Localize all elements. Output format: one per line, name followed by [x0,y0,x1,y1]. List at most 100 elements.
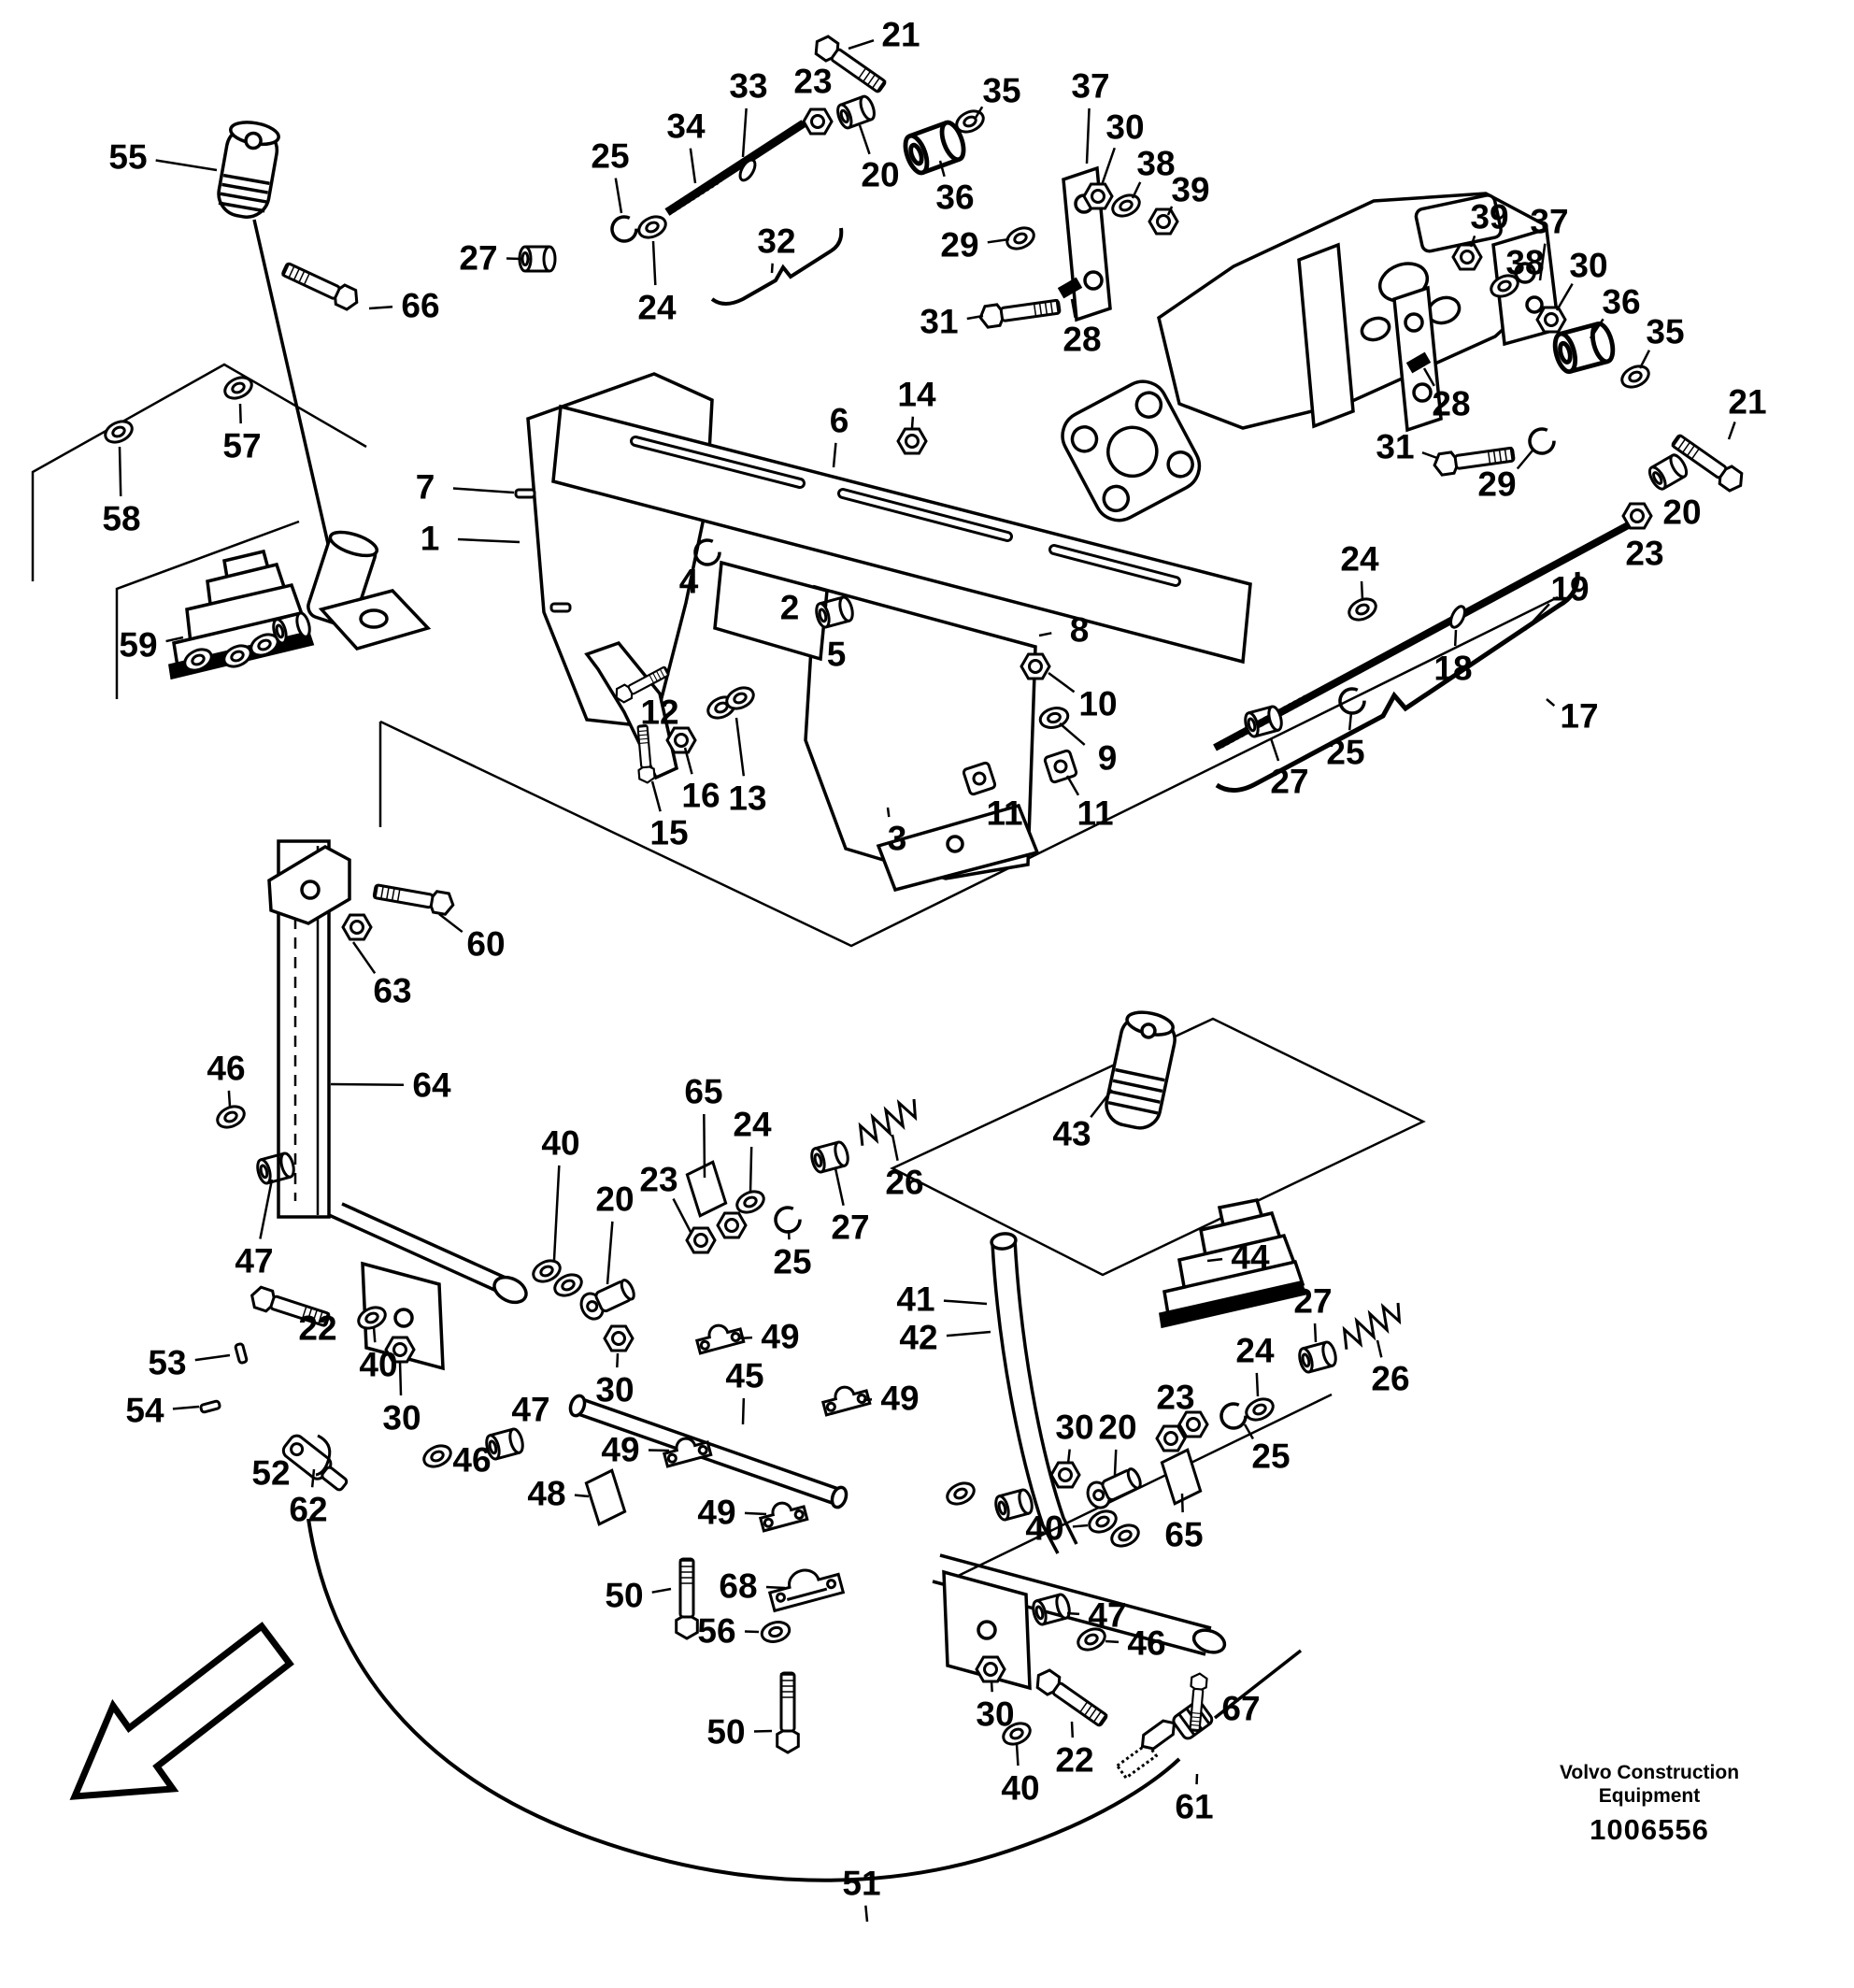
callout-4: 4 [679,563,699,601]
callout-37: 37 [1071,67,1109,106]
callout-46: 46 [1127,1624,1165,1663]
callout-48: 48 [527,1475,565,1513]
leader-line-30 [1066,1449,1071,1465]
leader-line-33 [741,107,748,158]
callout-24: 24 [637,289,677,327]
part-washer-icon [1005,226,1035,250]
callout-16: 16 [681,777,720,815]
leader-line-46 [1105,1639,1120,1644]
callout-26: 26 [885,1164,923,1202]
part-washer-icon [637,215,667,239]
callout-27: 27 [831,1209,869,1247]
part-snap-icon [693,538,721,566]
leader-line-40 [552,1165,561,1261]
callout-29: 29 [1477,465,1516,504]
leader-line-32 [770,263,774,274]
footer-brand-line2: Equipment [1598,1785,1701,1807]
threaded-rod-34 [664,120,806,216]
leader-line-34 [689,148,697,184]
callout-33: 33 [729,67,767,106]
hardware-parts-layer [104,35,1744,1754]
leader-line-30 [616,1352,620,1368]
leader-line-24 [749,1146,753,1194]
part-spring-icon [1342,1302,1402,1350]
leader-line-6 [832,442,837,468]
part-bushing-icon [272,611,311,645]
callout-20: 20 [1662,493,1701,532]
callout-6: 6 [830,402,849,440]
callout-61: 61 [1175,1788,1213,1826]
leader-line-57 [238,403,242,424]
callout-20: 20 [861,156,899,194]
callout-49: 49 [880,1380,919,1418]
part-screw-icon [615,665,670,704]
callout-39: 39 [1470,198,1508,236]
callout-37: 37 [1530,203,1568,241]
leader-line-22 [1070,1721,1075,1738]
leader-line-30 [398,1360,403,1396]
callout-55: 55 [108,138,147,177]
callout-19: 19 [1550,570,1589,608]
part-snap-icon [1219,1402,1248,1430]
part-nut-icon [716,1211,748,1239]
part-nut-icon [1148,207,1179,236]
lever-grip-43 [1105,1010,1177,1130]
part-nut-icon [341,913,373,941]
callout-24: 24 [733,1106,772,1144]
callout-34: 34 [666,107,706,146]
part-collar-icon [738,158,757,182]
part-bushing-icon [518,245,557,273]
leader-line-66 [368,306,393,310]
callout-65: 65 [684,1073,722,1111]
control-rod-19 [1213,520,1633,751]
callout-1: 1 [421,520,440,558]
callout-23: 23 [639,1161,677,1199]
part-nut-icon [1049,1461,1081,1489]
part-washer-icon [104,420,134,444]
leader-line-13 [734,717,746,777]
part-bolt-icon [281,262,359,311]
part-pin-icon [234,1342,249,1365]
part-nut-icon [802,107,834,136]
part-washer-icon [1077,1627,1106,1652]
leader-line-29 [1516,450,1533,470]
connecting-rod-45 [568,1394,849,1509]
leader-line-19 [1524,603,1550,631]
leader-line-9 [1059,722,1086,746]
callout-11: 11 [1077,794,1113,833]
callout-10: 10 [1078,685,1117,723]
cable-adjuster-61 [1115,1700,1214,1781]
callout-43: 43 [1052,1115,1091,1153]
part-bushing-icon [815,595,854,629]
part-link-icon [1086,1467,1142,1509]
part-snap-icon [1338,687,1366,715]
hand-lever-left [217,121,432,651]
callout-26: 26 [1371,1360,1409,1398]
part-nut-icon [665,726,697,754]
part-bolt-icon [675,1557,699,1640]
callout-24: 24 [1340,540,1379,579]
leader-line-21 [1727,422,1736,440]
callout-49: 49 [761,1318,799,1356]
part-nut-icon [1082,182,1114,210]
leader-line-41 [943,1299,988,1306]
callout-36: 36 [1602,283,1640,322]
leader-line-24 [651,240,657,286]
callout-25: 25 [591,137,629,176]
callout-11: 11 [986,794,1022,833]
callout-42: 42 [899,1319,937,1357]
part-washer-icon [250,633,279,657]
part-collar-icon [1449,605,1466,629]
leader-line-42 [946,1330,991,1337]
part-bushing-icon [1647,453,1689,491]
leader-line-49 [648,1449,670,1452]
leader-line-30 [1555,282,1574,311]
part-screw-icon [1189,1672,1208,1732]
callout-30: 30 [595,1371,634,1409]
leader-line-37 [1538,243,1547,281]
callout-36: 36 [935,179,974,217]
callout-31: 31 [920,303,958,341]
callout-13: 13 [728,779,766,818]
leader-line-40 [1072,1523,1089,1528]
